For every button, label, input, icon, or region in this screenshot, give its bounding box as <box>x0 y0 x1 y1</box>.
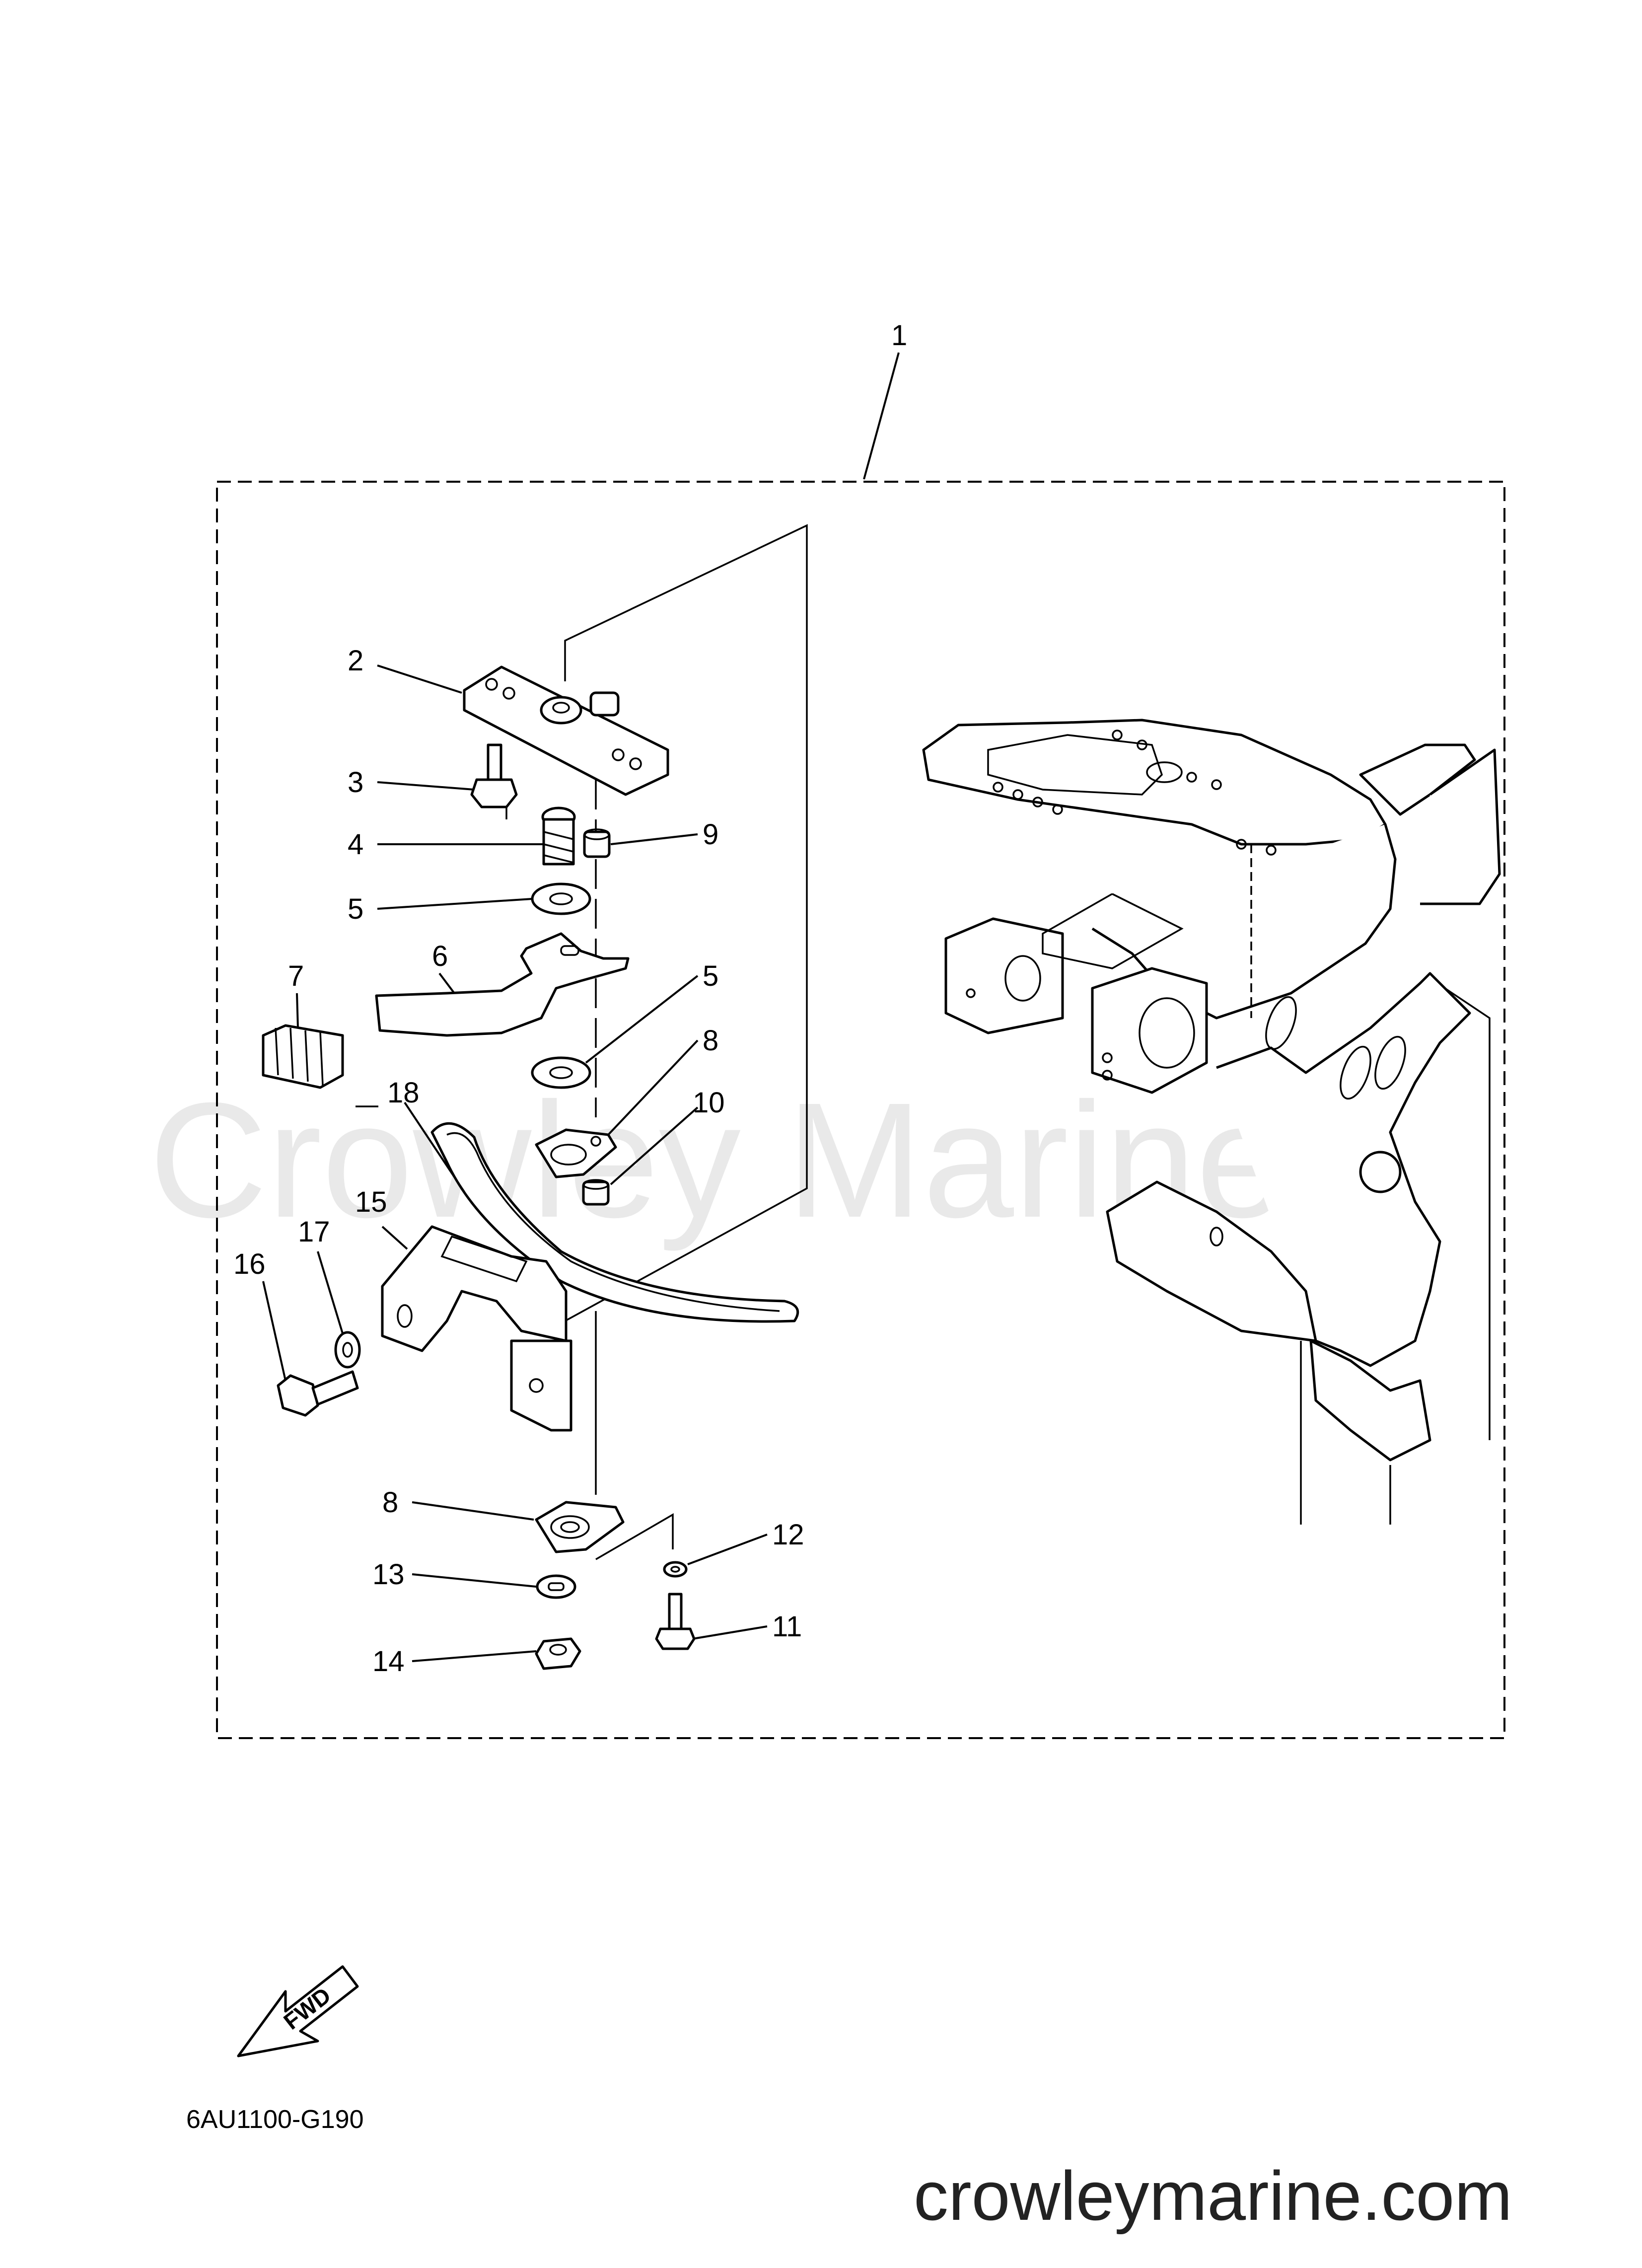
callout-8-upper: 8 <box>703 1024 718 1057</box>
callout-11: 11 <box>772 1610 802 1643</box>
part-arc-guide <box>430 1122 799 1323</box>
leader-lines <box>262 352 900 1662</box>
part-side-bolt <box>277 1370 359 1417</box>
reference-lines <box>356 524 808 1560</box>
callout-17: 17 <box>298 1216 330 1248</box>
callout-2: 2 <box>348 645 363 677</box>
callout-10: 10 <box>693 1087 725 1119</box>
part-washer-side <box>334 1331 361 1369</box>
callout-7: 7 <box>288 960 304 992</box>
callout-3: 3 <box>348 766 363 799</box>
callout-8-lower: 8 <box>382 1486 398 1519</box>
part-screw <box>655 1593 696 1650</box>
part-cam-plate-upper <box>535 1128 617 1178</box>
site-url: crowleymarine.com <box>914 2157 1512 2235</box>
part-grip <box>262 1024 344 1089</box>
callout-9: 9 <box>703 818 718 851</box>
part-nut <box>535 1637 581 1670</box>
callout-14: 14 <box>372 1645 405 1678</box>
part-bracket <box>381 1225 572 1432</box>
watermark-text: Crowley Marine <box>149 1068 1287 1252</box>
part-small-collar <box>583 828 611 858</box>
fwd-arrow-icon: FWD <box>237 1965 359 2057</box>
part-small-washer <box>663 1561 688 1578</box>
callout-5-lower: 5 <box>703 960 718 992</box>
outboard-bracket-context <box>922 719 1501 1525</box>
part-flat-washer <box>536 1574 576 1599</box>
callout-18: 18 <box>387 1077 420 1109</box>
part-washer-lower <box>531 1056 591 1089</box>
callout-5-upper: 5 <box>348 893 363 925</box>
part-collar-bolt <box>541 806 576 866</box>
diagram-code: 6AU1100-G190 <box>186 2105 364 2134</box>
part-flange-bolt <box>470 743 518 808</box>
callout-6: 6 <box>432 940 448 972</box>
part-lever <box>375 932 630 1037</box>
callout-13: 13 <box>372 1558 405 1591</box>
part-washer-upper <box>531 882 591 915</box>
callout-4: 4 <box>348 828 363 861</box>
callout-15: 15 <box>355 1186 387 1218</box>
callout-16: 16 <box>233 1248 266 1280</box>
part-bracket-plate <box>463 665 669 796</box>
part-cam-plate-lower <box>535 1501 625 1553</box>
callout-12: 12 <box>772 1519 804 1551</box>
callout-numbers: 1 2 3 4 9 5 6 7 5 8 10 18 15 17 16 8 12 … <box>233 319 907 1678</box>
callout-1: 1 <box>891 319 907 352</box>
part-spacer <box>582 1179 610 1206</box>
